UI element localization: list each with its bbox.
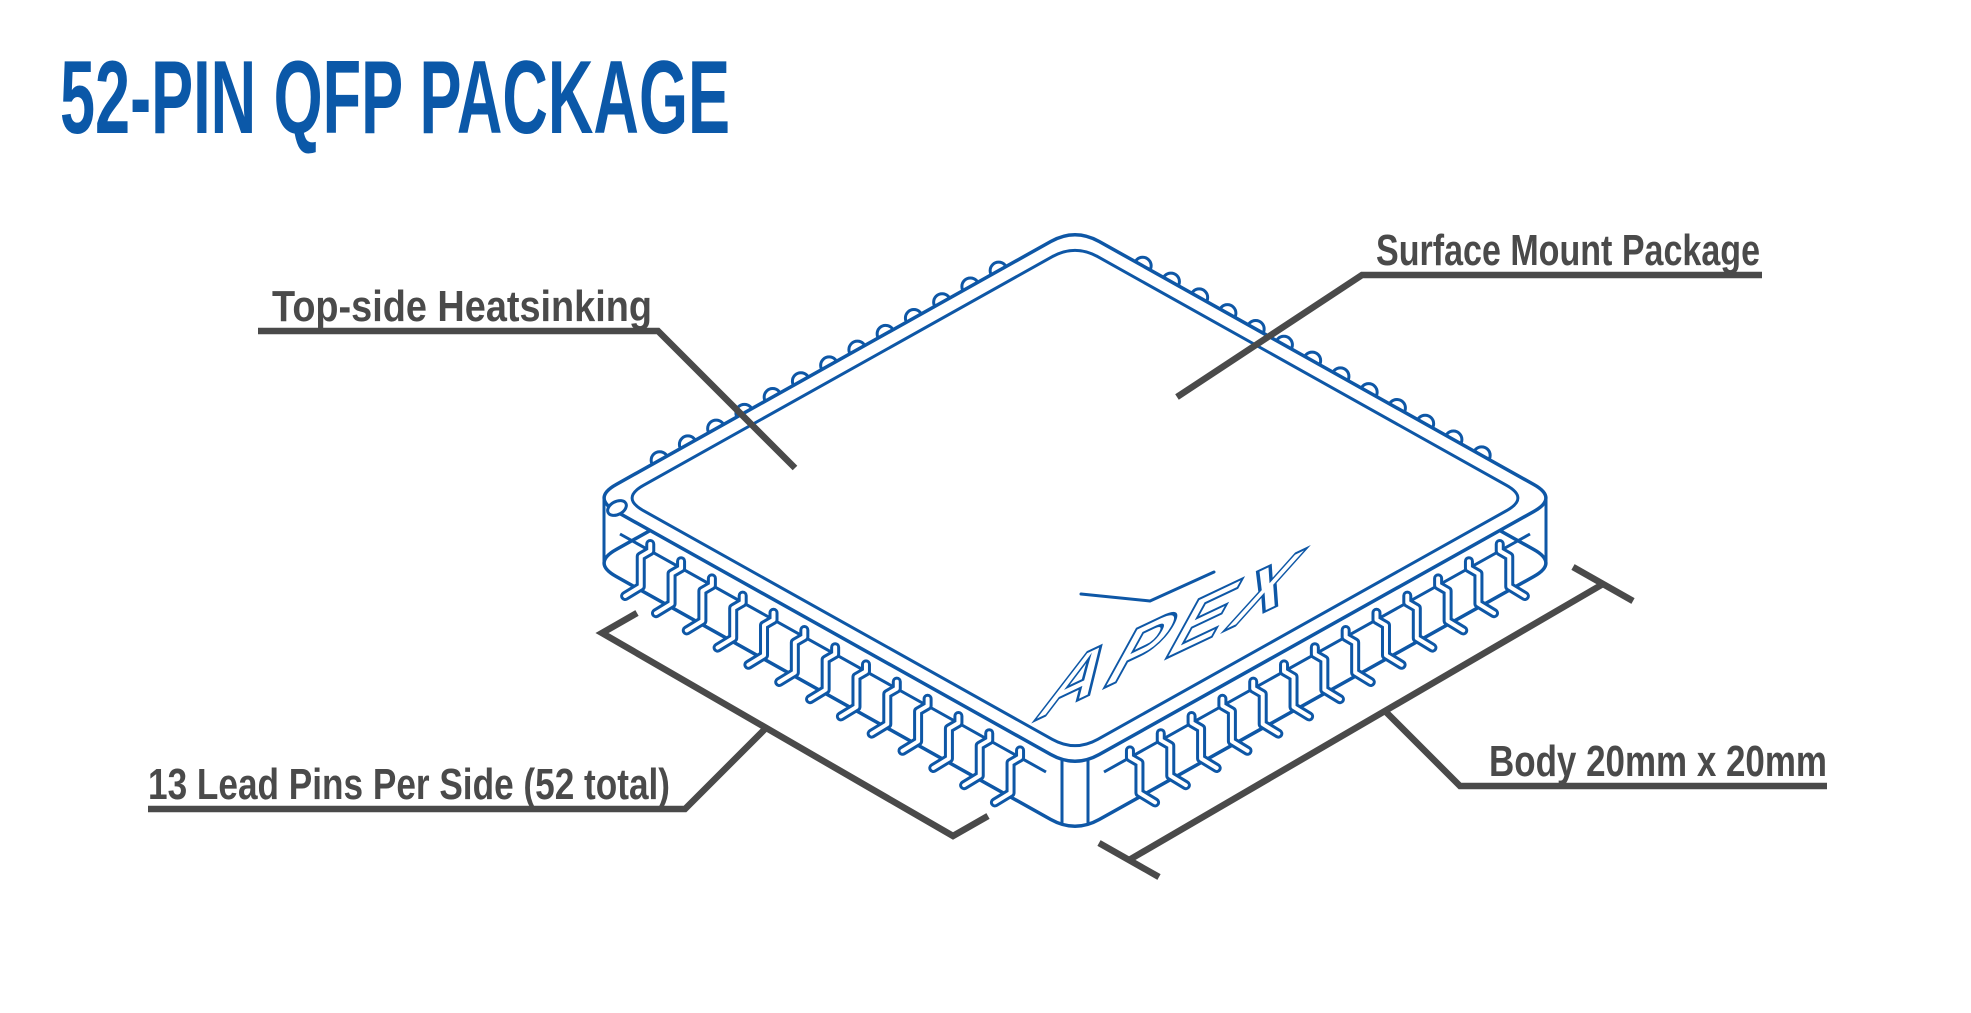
heatsink-leader-line bbox=[258, 327, 798, 471]
page-title: 52-PIN QFP PACKAGE bbox=[60, 40, 730, 156]
chip-illustration: APEX bbox=[602, 233, 1548, 828]
lead-pin-core bbox=[1282, 662, 1312, 719]
body-size-dimension-tick-top bbox=[1571, 564, 1635, 604]
lead-pin-core bbox=[623, 542, 653, 598]
lead-pin-core bbox=[1343, 628, 1373, 684]
lead-pin-core bbox=[1127, 748, 1158, 805]
lead-pin-core bbox=[1405, 593, 1435, 650]
lead-pin-core bbox=[1374, 610, 1404, 667]
lead-pin-core bbox=[1466, 559, 1497, 616]
lead-pin-core bbox=[1312, 645, 1342, 702]
lead-pins-dimension-line bbox=[595, 610, 990, 840]
body-size-label: Body 20mm x 20mm bbox=[1489, 737, 1827, 786]
apex-swoosh-icon bbox=[1079, 570, 1216, 603]
lead-pin-core bbox=[1251, 679, 1281, 736]
lead-pin-row-right bbox=[1124, 539, 1530, 808]
lead-pin-core bbox=[869, 679, 899, 736]
lead-pins-label: 13 Lead Pins Per Side (52 total) bbox=[148, 760, 670, 809]
lead-pin-core bbox=[715, 593, 745, 650]
lead-pin-core bbox=[992, 748, 1023, 805]
lead-pins-leader-line bbox=[148, 725, 769, 813]
lead-pin-core bbox=[1436, 576, 1466, 633]
lead-pin-core bbox=[684, 576, 714, 633]
lead-pin-core bbox=[1220, 696, 1250, 753]
lead-pin-core bbox=[838, 662, 868, 719]
lead-pin-core bbox=[653, 559, 684, 616]
lead-pin-row-left bbox=[620, 539, 1026, 808]
lead-pin-core bbox=[777, 628, 807, 684]
lead-pin-core bbox=[962, 731, 992, 788]
lead-pin-core bbox=[1158, 731, 1188, 788]
lead-pin-core bbox=[900, 696, 930, 753]
lead-pin-core bbox=[1497, 542, 1527, 598]
surface-mount-label: Surface Mount Package bbox=[1376, 226, 1760, 275]
lead-pin-core bbox=[746, 610, 776, 667]
body-size-dimension-tick-bottom bbox=[1097, 840, 1161, 880]
lead-pin-core bbox=[1189, 714, 1219, 770]
body-size-leader-line bbox=[1381, 707, 1827, 790]
corner-chamfer-bottom bbox=[1060, 759, 1090, 824]
body-size-dimension-line bbox=[1127, 581, 1605, 863]
heatsink-label: Top-side Heatsinking bbox=[272, 282, 652, 331]
pin-1-indicator bbox=[606, 499, 628, 517]
lead-pin-core bbox=[808, 645, 838, 702]
callout-linework bbox=[148, 271, 1827, 880]
surface-mount-leader-line bbox=[1175, 271, 1762, 400]
chip-inner-bevel bbox=[630, 248, 1520, 748]
lead-pin-core bbox=[931, 714, 961, 770]
